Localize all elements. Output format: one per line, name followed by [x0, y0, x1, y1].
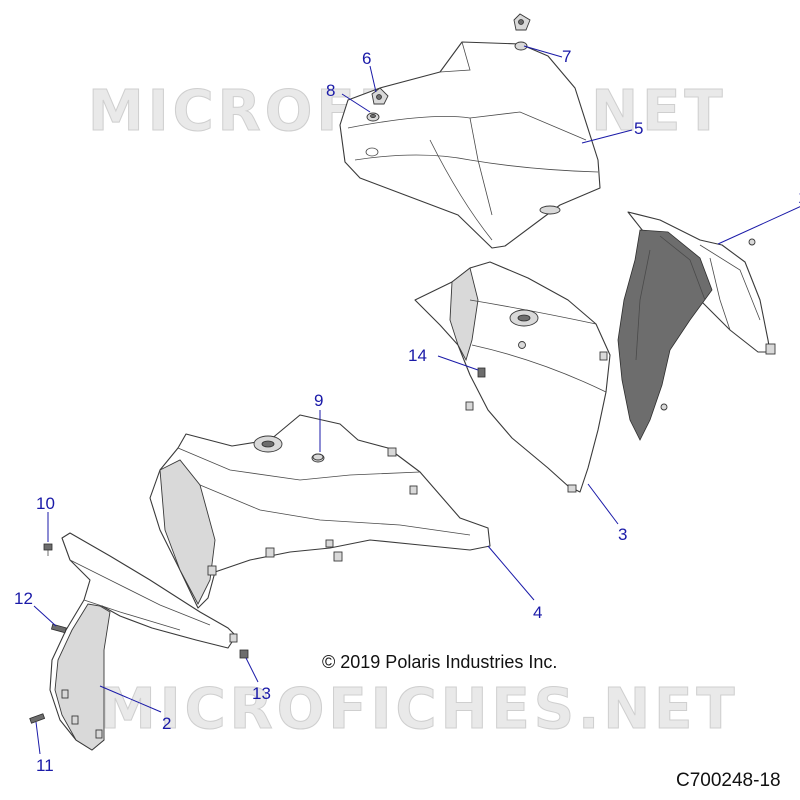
- callout-1: 1: [798, 188, 800, 207]
- part-14-clip: [477, 367, 486, 378]
- part-5-hood-panel: [339, 41, 601, 249]
- callout-2: 2: [162, 714, 171, 733]
- callout-4: 4: [533, 603, 542, 622]
- leader-5: [581, 129, 633, 144]
- callout-5: 5: [634, 119, 643, 138]
- diagram-code: C700248-18: [676, 770, 781, 791]
- callout-3: 3: [618, 525, 627, 544]
- part-8-grommet: [366, 112, 380, 122]
- leader-13: [245, 657, 259, 683]
- callout-9: 9: [314, 391, 323, 410]
- callout-14: 14: [408, 346, 427, 365]
- callout-12: 12: [14, 589, 33, 608]
- callout-6: 6: [362, 49, 371, 68]
- part-9-grommet: [312, 453, 324, 461]
- part-12-screw: [50, 623, 67, 634]
- watermark-bottom: MICROFICHES.NET: [100, 677, 739, 742]
- callout-7: 7: [562, 47, 571, 66]
- leader-4: [487, 545, 535, 601]
- part-13-clip: [239, 649, 249, 659]
- callout-8: 8: [326, 81, 335, 100]
- leader-11: [35, 721, 41, 755]
- leader-14: [437, 355, 479, 371]
- leader-3: [587, 483, 619, 525]
- callout-11: 11: [36, 756, 54, 775]
- leader-2: [99, 685, 162, 713]
- leader-8: [341, 93, 371, 113]
- callout-numbers: 1 2 3 4 5 6 7 8 9 10 11 12 13 14: [14, 47, 800, 775]
- leader-lines: [33, 45, 800, 755]
- leader-1: [717, 206, 800, 245]
- callout-13: 13: [252, 684, 271, 703]
- leader-12: [33, 605, 57, 627]
- part-4-lower-panel: [149, 414, 491, 609]
- leader-6: [369, 65, 377, 93]
- part-3-inner-panel: [414, 261, 611, 493]
- part-11-screw: [29, 713, 46, 724]
- leader-7: [523, 45, 563, 58]
- copyright-notice: © 2019 Polaris Industries Inc.: [322, 652, 558, 672]
- part-1-side-panel: [617, 211, 776, 441]
- part-10-screw: [43, 543, 53, 556]
- part-7-fastener: [513, 13, 531, 51]
- callout-10: 10: [36, 494, 55, 513]
